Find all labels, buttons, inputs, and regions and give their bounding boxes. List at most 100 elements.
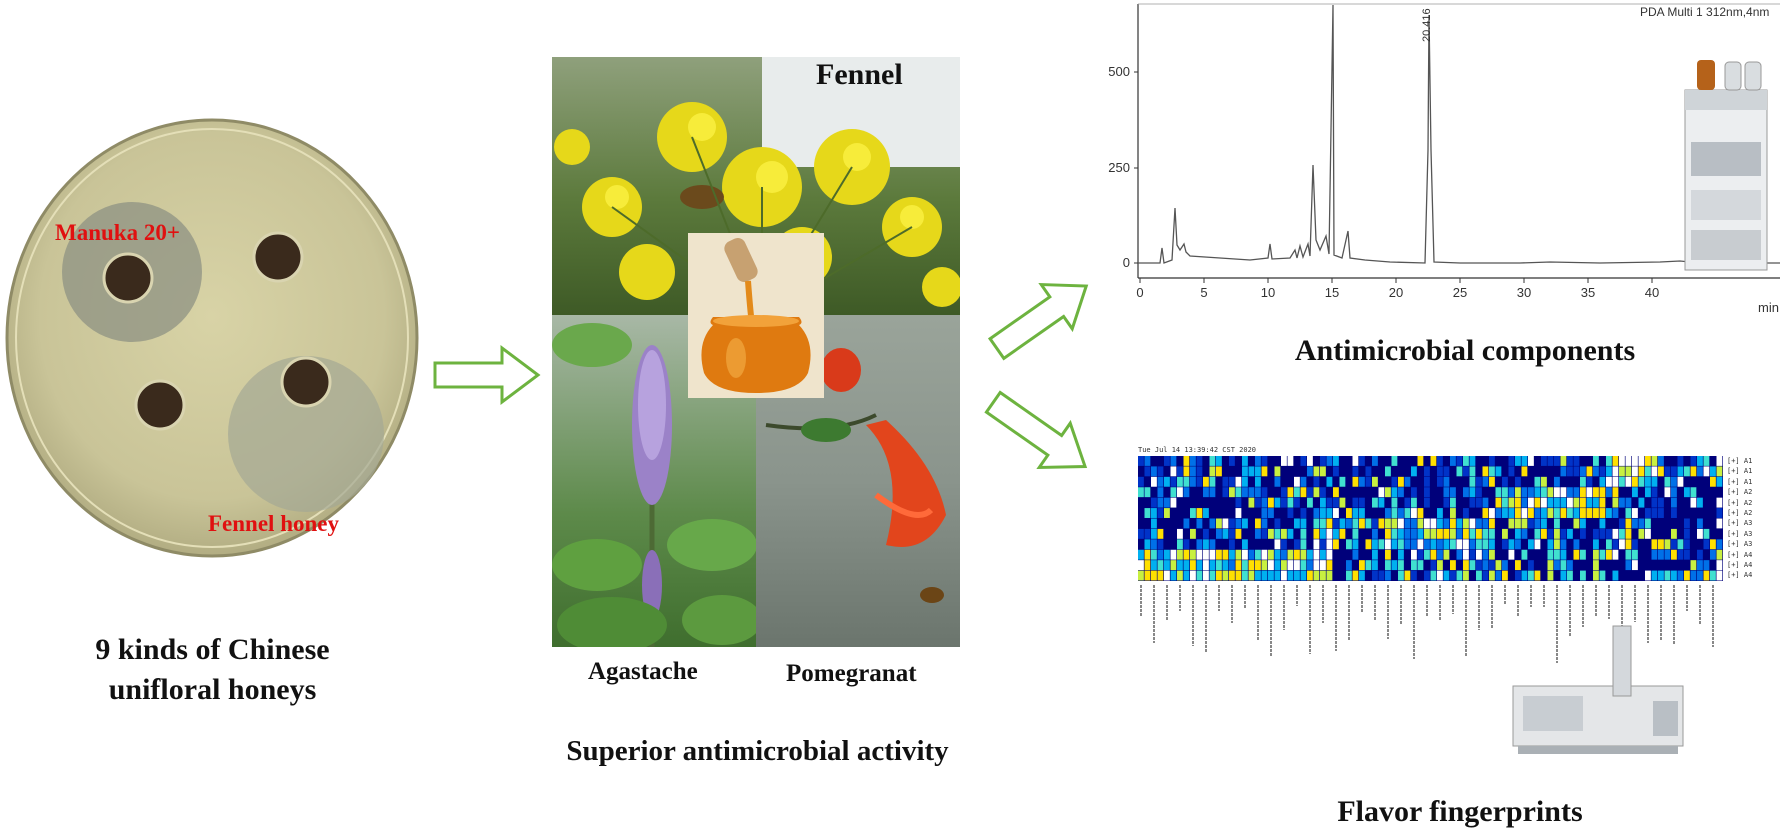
heatmap-cell: [1424, 528, 1430, 539]
heatmap-cell: [1645, 487, 1651, 498]
heatmap-cell: [1456, 466, 1463, 477]
flavor-fingerprint: Tue Jul 14 13:39:42 CST 2020 [+] A1[+] A…: [1128, 446, 1768, 826]
heatmap-cell: [1138, 570, 1144, 581]
heatmap-cell: [1255, 549, 1261, 560]
heatmap-cell: [1268, 549, 1274, 560]
heatmap-cell: [1333, 497, 1339, 508]
heatmap-cell: [1716, 518, 1723, 529]
heatmap-cell: [1664, 539, 1671, 550]
heatmap-cell: [1632, 487, 1638, 498]
heatmap-cell: [1385, 549, 1391, 560]
heatmap-cell: [1645, 476, 1651, 487]
heatmap-cell: [1183, 466, 1190, 477]
heatmap-cell: [1554, 476, 1560, 487]
heatmap-cell: [1417, 508, 1424, 518]
heatmap-cell: [1456, 539, 1463, 550]
heatmap-cell: [1255, 487, 1261, 498]
heatmap-cell: [1573, 456, 1580, 466]
heatmap-cell: [1248, 497, 1255, 508]
row-label: [+] A1: [1727, 457, 1753, 465]
well: [102, 252, 154, 304]
heatmap-cell: [1677, 570, 1684, 581]
heatmap-cell: [1177, 528, 1183, 539]
heatmap-cell: [1209, 539, 1216, 550]
heatmap-cell: [1606, 476, 1612, 487]
heatmap-cell: [1534, 518, 1541, 529]
heatmap-cell: [1489, 549, 1495, 560]
heatmap-cell: [1463, 518, 1469, 529]
heatmap-cell: [1469, 487, 1476, 498]
heatmap-cell: [1469, 518, 1476, 529]
heatmap-cell: [1716, 508, 1723, 518]
heatmap-cell: [1469, 539, 1476, 550]
heatmap-cell: [1651, 508, 1658, 518]
heatmap-cell: [1164, 497, 1170, 508]
heatmap-cell: [1255, 476, 1261, 487]
heatmap-cell: [1580, 497, 1586, 508]
heatmap-cell: [1456, 528, 1463, 539]
heatmap-cell: [1638, 497, 1645, 508]
heatmap-cell: [1541, 518, 1547, 529]
heatmap-cell: [1430, 539, 1437, 550]
heatmap-cell: [1437, 570, 1443, 581]
heatmap-cell: [1372, 570, 1378, 581]
heatmap-cell: [1385, 528, 1391, 539]
heatmap-cell: [1515, 570, 1521, 581]
heatmap-cell: [1261, 570, 1268, 581]
heatmap-cell: [1274, 518, 1281, 529]
heatmap-cell: [1385, 487, 1391, 498]
heatmap-cell: [1385, 570, 1391, 581]
heatmap-cell: [1632, 560, 1638, 571]
heatmap-cell: [1209, 476, 1216, 487]
heatmap-cell: [1489, 456, 1495, 466]
heatmap-cell: [1547, 528, 1554, 539]
heatmap-cell: [1677, 456, 1684, 466]
heatmap-cell: [1690, 487, 1697, 498]
heatmap-cell: [1404, 497, 1411, 508]
heatmap-cell: [1632, 476, 1638, 487]
heatmap-cell: [1287, 508, 1294, 518]
heatmap-cell: [1235, 497, 1242, 508]
heatmap-cell: [1476, 528, 1482, 539]
heatmap-cell: [1281, 549, 1287, 560]
heatmap-cell: [1697, 549, 1703, 560]
heatmap-cell: [1560, 528, 1567, 539]
heatmap-cell: [1443, 476, 1450, 487]
heatmap-cell: [1508, 466, 1515, 477]
heatmap-cell: [1365, 466, 1372, 477]
heatmap-cell: [1619, 476, 1625, 487]
hplc-instrument-icon: [1684, 60, 1768, 271]
heatmap-cell: [1372, 528, 1378, 539]
heatmap-cell: [1463, 549, 1469, 560]
heatmap-cell: [1638, 518, 1645, 529]
heatmap-cell: [1378, 518, 1385, 529]
heatmap-cell: [1287, 560, 1294, 571]
heatmap-cell: [1645, 456, 1651, 466]
heatmap-cell: [1651, 549, 1658, 560]
heatmap-cell: [1508, 549, 1515, 560]
heatmap-cell: [1443, 528, 1450, 539]
heatmap-cell: [1404, 570, 1411, 581]
heatmap-cell: [1599, 487, 1606, 498]
heatmap-cell: [1294, 518, 1300, 529]
heatmap-cell: [1502, 528, 1508, 539]
heatmap-cell: [1619, 528, 1625, 539]
heatmap-cell: [1677, 476, 1684, 487]
heatmap-cell: [1144, 466, 1151, 477]
heatmap-cell: [1235, 476, 1242, 487]
heatmap-cell: [1287, 487, 1294, 498]
heatmap-cell: [1359, 476, 1365, 487]
heatmap-cell: [1164, 570, 1170, 581]
heatmap-cell: [1632, 518, 1638, 529]
heatmap-cell: [1651, 487, 1658, 498]
heatmap-cell: [1274, 549, 1281, 560]
heatmap-cell: [1632, 456, 1638, 466]
heatmap-cell: [1573, 549, 1580, 560]
heatmap-cell: [1554, 497, 1560, 508]
x-tick-label: 25: [1453, 285, 1467, 300]
heatmap-cell: [1183, 476, 1190, 487]
label-fennel-honey: Fennel honey: [208, 511, 339, 536]
heatmap-cell: [1313, 508, 1320, 518]
petri-caption-line1: 9 kinds of Chinese: [95, 633, 330, 666]
